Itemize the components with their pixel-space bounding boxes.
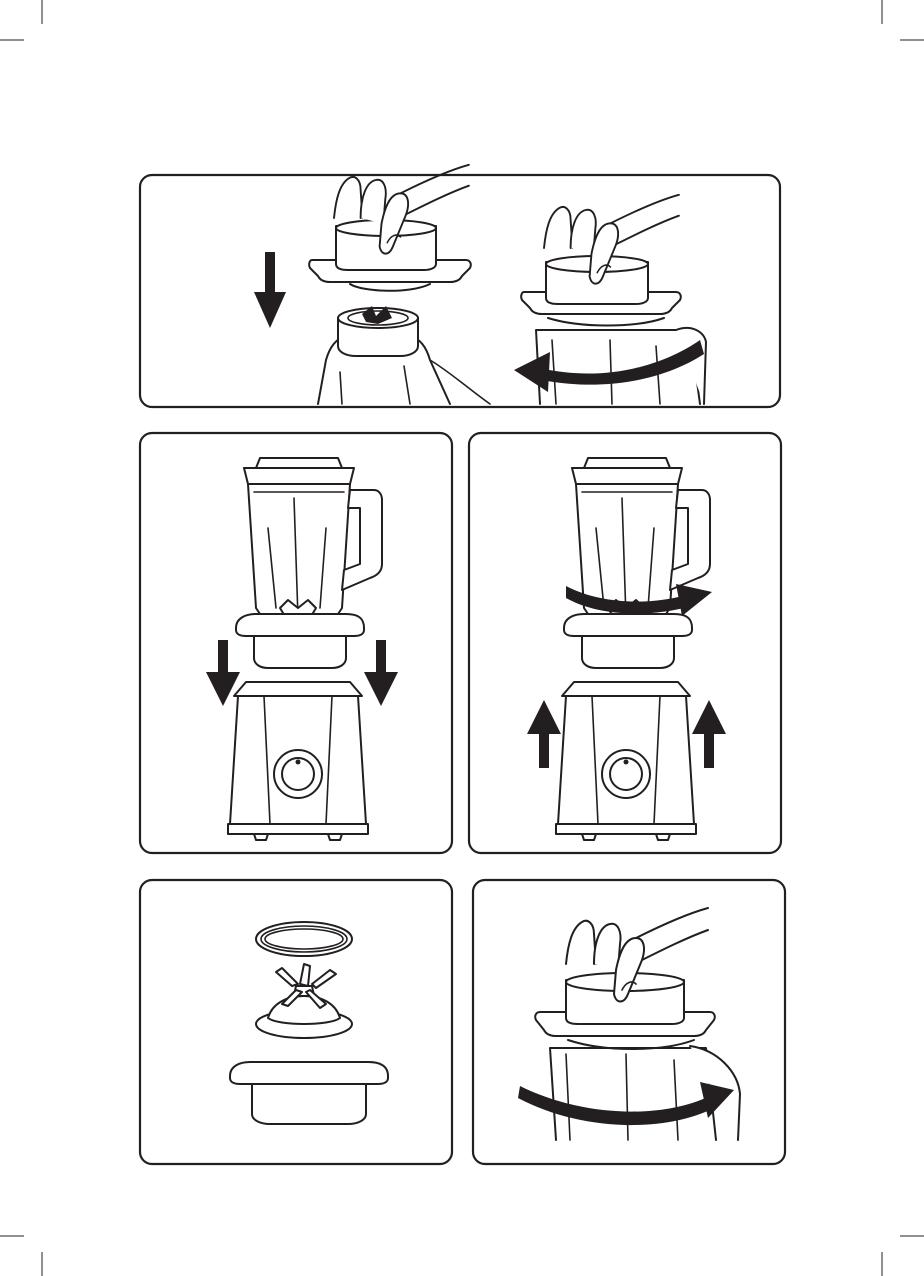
figure-lid-cap: [140, 165, 780, 407]
blade-holder-icon: [230, 1062, 388, 1124]
figure-twist-holder: [473, 880, 785, 1164]
motor-base: [556, 682, 696, 840]
figure-place-jug: [140, 433, 452, 853]
jug-collar: [236, 614, 364, 668]
figure-remove-jug: [469, 433, 781, 853]
jug-collar: [564, 614, 692, 668]
motor-base: [228, 682, 368, 840]
figure-blade-assembly: [140, 880, 452, 1164]
